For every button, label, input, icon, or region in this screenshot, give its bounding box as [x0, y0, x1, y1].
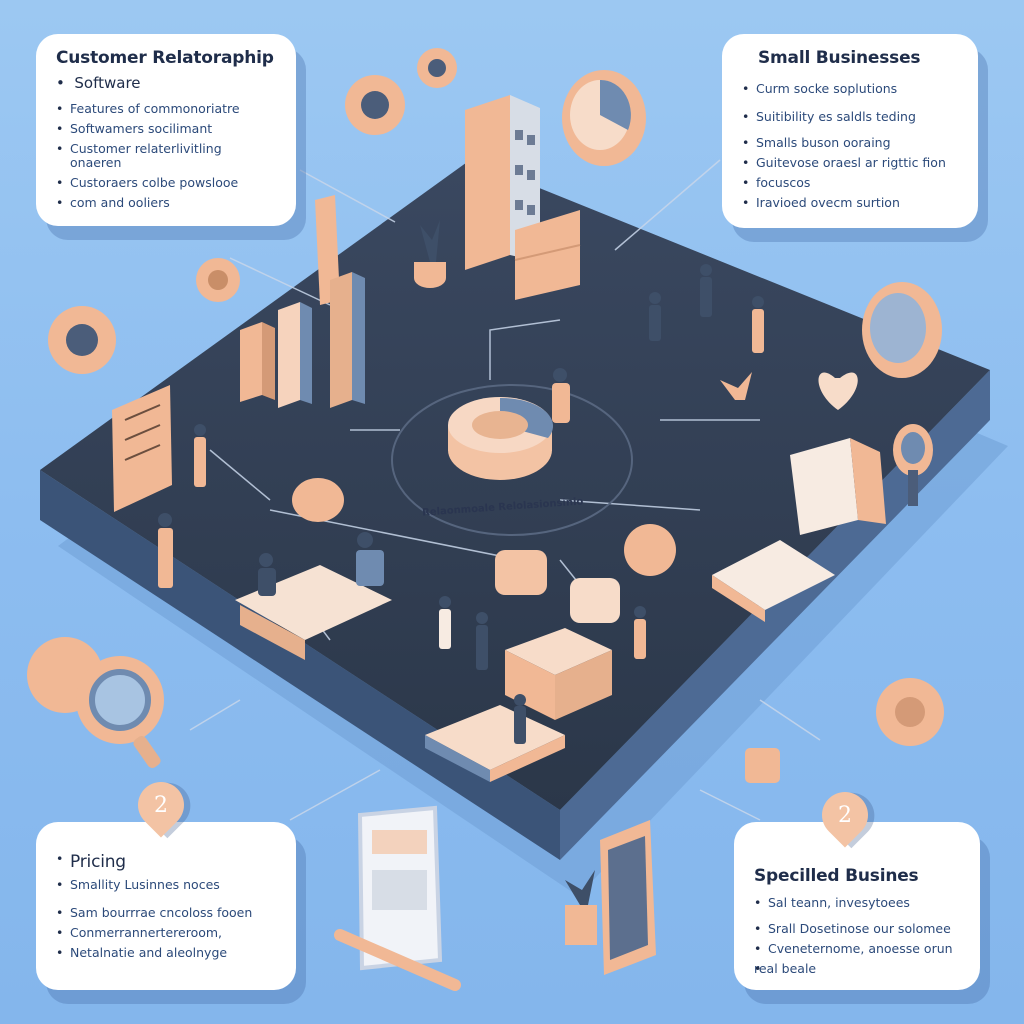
open-book-desk — [235, 565, 392, 660]
puzzle-piece-icon — [745, 748, 780, 783]
pin-number: 2 — [154, 792, 168, 818]
list-item: Cveneternome, anoesse orun — [754, 942, 960, 957]
list-item: Sal teann, invesytoees — [754, 896, 960, 911]
document-box-right — [790, 438, 886, 535]
list-item: Curm socke soplutions — [742, 82, 958, 97]
building-tower — [465, 95, 581, 300]
list-item: Softwamers socilimant — [56, 122, 276, 137]
number-pin-left: 2 — [128, 772, 194, 838]
list-item: Smalls buson ooraing — [742, 136, 958, 151]
list-item: Guitevose oraesl ar rigttic fion — [742, 156, 958, 171]
bar-chart-model — [240, 195, 365, 408]
list-item: Conmerrannertereroom, — [56, 926, 276, 941]
list-item: real beale — [754, 962, 960, 977]
gear-icon-top-left — [48, 48, 457, 374]
pin-marker-icon — [893, 424, 933, 506]
list-item: Customer relaterlivitling onaeren — [56, 142, 276, 170]
card-list: Curm socke soplutions Suitibility es sal… — [742, 82, 958, 211]
list-item: Srall Dosetinose our solomee — [754, 922, 960, 937]
card-list: Sal teann, invesytoees Srall Dosetinose … — [754, 896, 960, 977]
card-title: Specilled Busines — [754, 866, 919, 886]
card-subtitle-text: Software — [74, 74, 141, 92]
phone-device — [600, 820, 656, 975]
card-small-businesses: Small Businesses Curm socke soplutions S… — [722, 34, 978, 228]
card-list: Features of commonoriatre Softwamers soc… — [56, 102, 276, 211]
list-item: Custoraers colbe powslooe — [56, 176, 276, 191]
magnifier-gear-icon — [27, 637, 164, 768]
card-title: Pricing — [70, 852, 126, 872]
speech-bubble-icons — [292, 372, 858, 623]
pie-disc-icon — [562, 70, 646, 166]
pin-number: 2 — [838, 802, 852, 828]
list-item: focuscos — [742, 176, 958, 191]
card-pricing: Pricing Smallity Lusinnes noces Sam bour… — [36, 822, 296, 990]
people-figures — [158, 264, 764, 744]
list-item: Sam bourrrae cncoloss fooen — [56, 906, 276, 921]
gear-icon-right — [876, 678, 944, 746]
card-crm-software: Customer Relatoraphip • Software Feature… — [36, 34, 296, 226]
plant-icons — [414, 220, 752, 945]
list-item: Netalnatie and aleolnyge — [56, 946, 276, 961]
card-specialized-business: Specilled Busines Sal teann, invesytoees… — [734, 822, 980, 990]
list-item: Features of commonoriatre — [56, 102, 276, 117]
list-item: Iravioed ovecm surtion — [742, 196, 958, 211]
list-item: Smallity Lusinnes noces — [56, 878, 276, 893]
list-item: com and ooliers — [56, 196, 276, 211]
tablet-device — [334, 805, 461, 991]
list-item: Suitibility es saldls teding — [742, 110, 958, 125]
card-subtitle: • Software — [56, 74, 141, 92]
gift-box — [505, 628, 612, 720]
card-title: Small Businesses — [758, 48, 921, 68]
book-stack — [425, 705, 565, 782]
card-list: Smallity Lusinnes noces Sam bourrrae cnc… — [56, 878, 276, 961]
mirror-icon-right — [862, 282, 942, 378]
clipboard-model — [112, 385, 172, 512]
papers-right — [712, 540, 835, 622]
card-title: Customer Relatoraphip — [56, 48, 274, 68]
number-pin-right: 2 — [812, 782, 878, 848]
